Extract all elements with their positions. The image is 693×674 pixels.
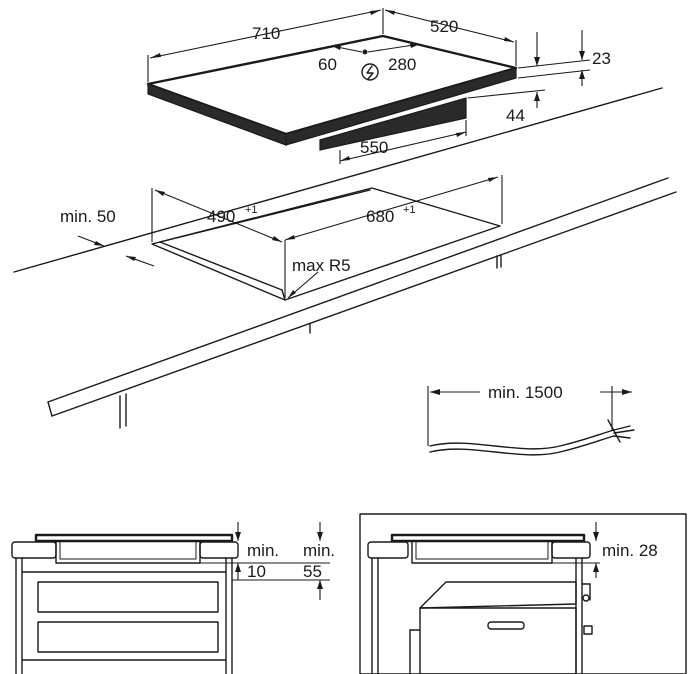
hob-depth-dimension: 520 <box>384 9 517 66</box>
section-left-illustration <box>11 533 239 674</box>
hob-width-label: 710 <box>252 24 280 43</box>
section-left-dimensions: min. 10 min. 55 <box>200 522 335 600</box>
cable-illustration <box>429 419 635 456</box>
hob-width-dimension: 710 <box>147 8 384 82</box>
cutout-depth-dimension: 490 +1 <box>151 188 286 298</box>
cutout-width-dimension: 680 +1 <box>284 175 503 241</box>
connection-right-label: 280 <box>388 55 416 74</box>
connection-offset-dimensions: 60 280 <box>318 43 421 74</box>
hob-thickness-label: 23 <box>592 49 611 68</box>
cutout-width-label: 680 <box>366 207 394 226</box>
corner-radius-annotation: max R5 <box>287 256 351 299</box>
cutout-width-tolerance: +1 <box>403 204 416 216</box>
cutout-illustration <box>151 187 501 301</box>
hob-illustration <box>146 34 518 151</box>
corner-radius-label: max R5 <box>292 256 351 275</box>
cutout-depth-tolerance: +1 <box>245 204 258 216</box>
gap-min-value: 10 <box>247 562 266 581</box>
section-right-illustration <box>359 513 687 674</box>
cable-length-dimension: min. 1500 <box>427 383 632 446</box>
electric-connection-icon <box>361 63 379 81</box>
worktop-illustration <box>13 87 677 429</box>
box-width-dimension: 550 <box>339 120 467 164</box>
box-height-label: 44 <box>506 106 525 125</box>
space-min-value: 55 <box>303 562 322 581</box>
hob-depth-label: 520 <box>430 17 458 36</box>
cutout-depth-label: 490 <box>207 207 235 226</box>
cable-length-label: min. 1500 <box>488 383 563 402</box>
connection-left-label: 60 <box>318 55 337 74</box>
front-distance-label: min. 50 <box>60 207 116 226</box>
section-right-dimensions: min. 28 <box>552 522 658 578</box>
box-height-dimension: 44 <box>467 32 546 125</box>
space-min-label: min. <box>303 541 335 560</box>
oven-gap-label: min. 28 <box>602 541 658 560</box>
hob-thickness-dimension: 23 <box>517 30 611 86</box>
front-distance-dimension: min. 50 <box>60 207 155 267</box>
gap-min-label: min. <box>247 541 279 560</box>
box-width-label: 550 <box>360 138 388 157</box>
